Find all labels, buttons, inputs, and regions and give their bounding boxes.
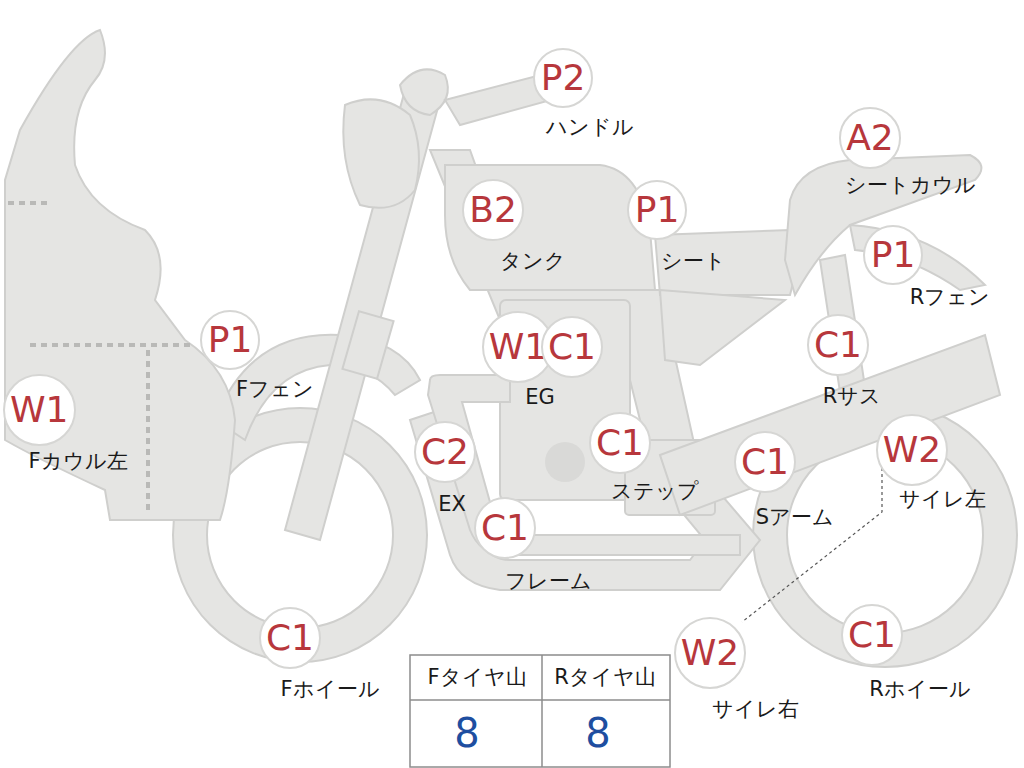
grade-code: C1	[814, 327, 862, 363]
part-name: Fフェン	[236, 378, 314, 401]
grade-circle: W1	[3, 374, 76, 447]
grade-code: C1	[596, 425, 644, 461]
grade-circle: P1	[200, 310, 260, 370]
grade-code: C1	[266, 620, 314, 656]
grade-code: W2	[883, 432, 942, 468]
grade-code: C1	[741, 444, 789, 480]
part-name: ハンドル	[546, 116, 634, 139]
grade-code: P1	[208, 322, 253, 358]
part-name: シートカウル	[845, 174, 976, 197]
part-name: Fカウル左	[28, 450, 127, 473]
grade-circle: C1	[841, 604, 903, 666]
grade-circle: P1	[627, 180, 687, 240]
grade-circle: W2	[674, 617, 747, 690]
grade-circle: P2	[533, 48, 593, 108]
part-name: Rフェン	[910, 286, 991, 309]
grade-code: P2	[541, 60, 586, 96]
grade-code: B2	[469, 192, 517, 228]
part-name: EG	[525, 386, 555, 409]
grade-code: C2	[421, 434, 469, 470]
part-name: シート	[661, 250, 726, 273]
grade-code: P1	[635, 192, 680, 228]
grade-circle: C1	[541, 316, 603, 378]
table-header: Fタイヤ山	[427, 666, 526, 689]
table-header: Rタイヤ山	[554, 666, 656, 689]
grade-code: C1	[548, 329, 596, 365]
grade-code: W1	[10, 392, 69, 428]
grade-code: A2	[846, 120, 894, 156]
grade-circle: C1	[734, 431, 796, 493]
part-name: Rサス	[823, 385, 882, 408]
grade-circle: C1	[474, 497, 536, 559]
part-name: Fホイール	[280, 678, 379, 701]
grade-circle: W2	[876, 414, 949, 487]
part-name: Rホイール	[869, 678, 971, 701]
table-value: 8	[585, 711, 610, 755]
part-name: サイレ左	[899, 488, 986, 511]
grade-code: C1	[481, 510, 529, 546]
grade-code: W2	[681, 635, 740, 671]
part-name: Sアーム	[756, 506, 834, 529]
part-name: タンク	[500, 250, 566, 273]
part-name: ステップ	[611, 480, 699, 503]
grade-code: C1	[848, 617, 896, 653]
table-value: 8	[454, 711, 479, 755]
grade-code: W1	[489, 329, 548, 365]
part-name: フレーム	[505, 570, 592, 593]
grade-circle: C1	[807, 314, 869, 376]
grade-circle: P1	[863, 225, 923, 285]
grade-code: P1	[871, 237, 916, 273]
grade-circle: A2	[839, 107, 901, 169]
grade-circle: B2	[462, 179, 524, 241]
grade-circle: C2	[414, 421, 476, 483]
grade-circle: C1	[259, 607, 321, 669]
grade-circle: C1	[589, 412, 651, 474]
part-name: サイレ右	[712, 698, 799, 721]
part-name: EX	[438, 493, 466, 516]
